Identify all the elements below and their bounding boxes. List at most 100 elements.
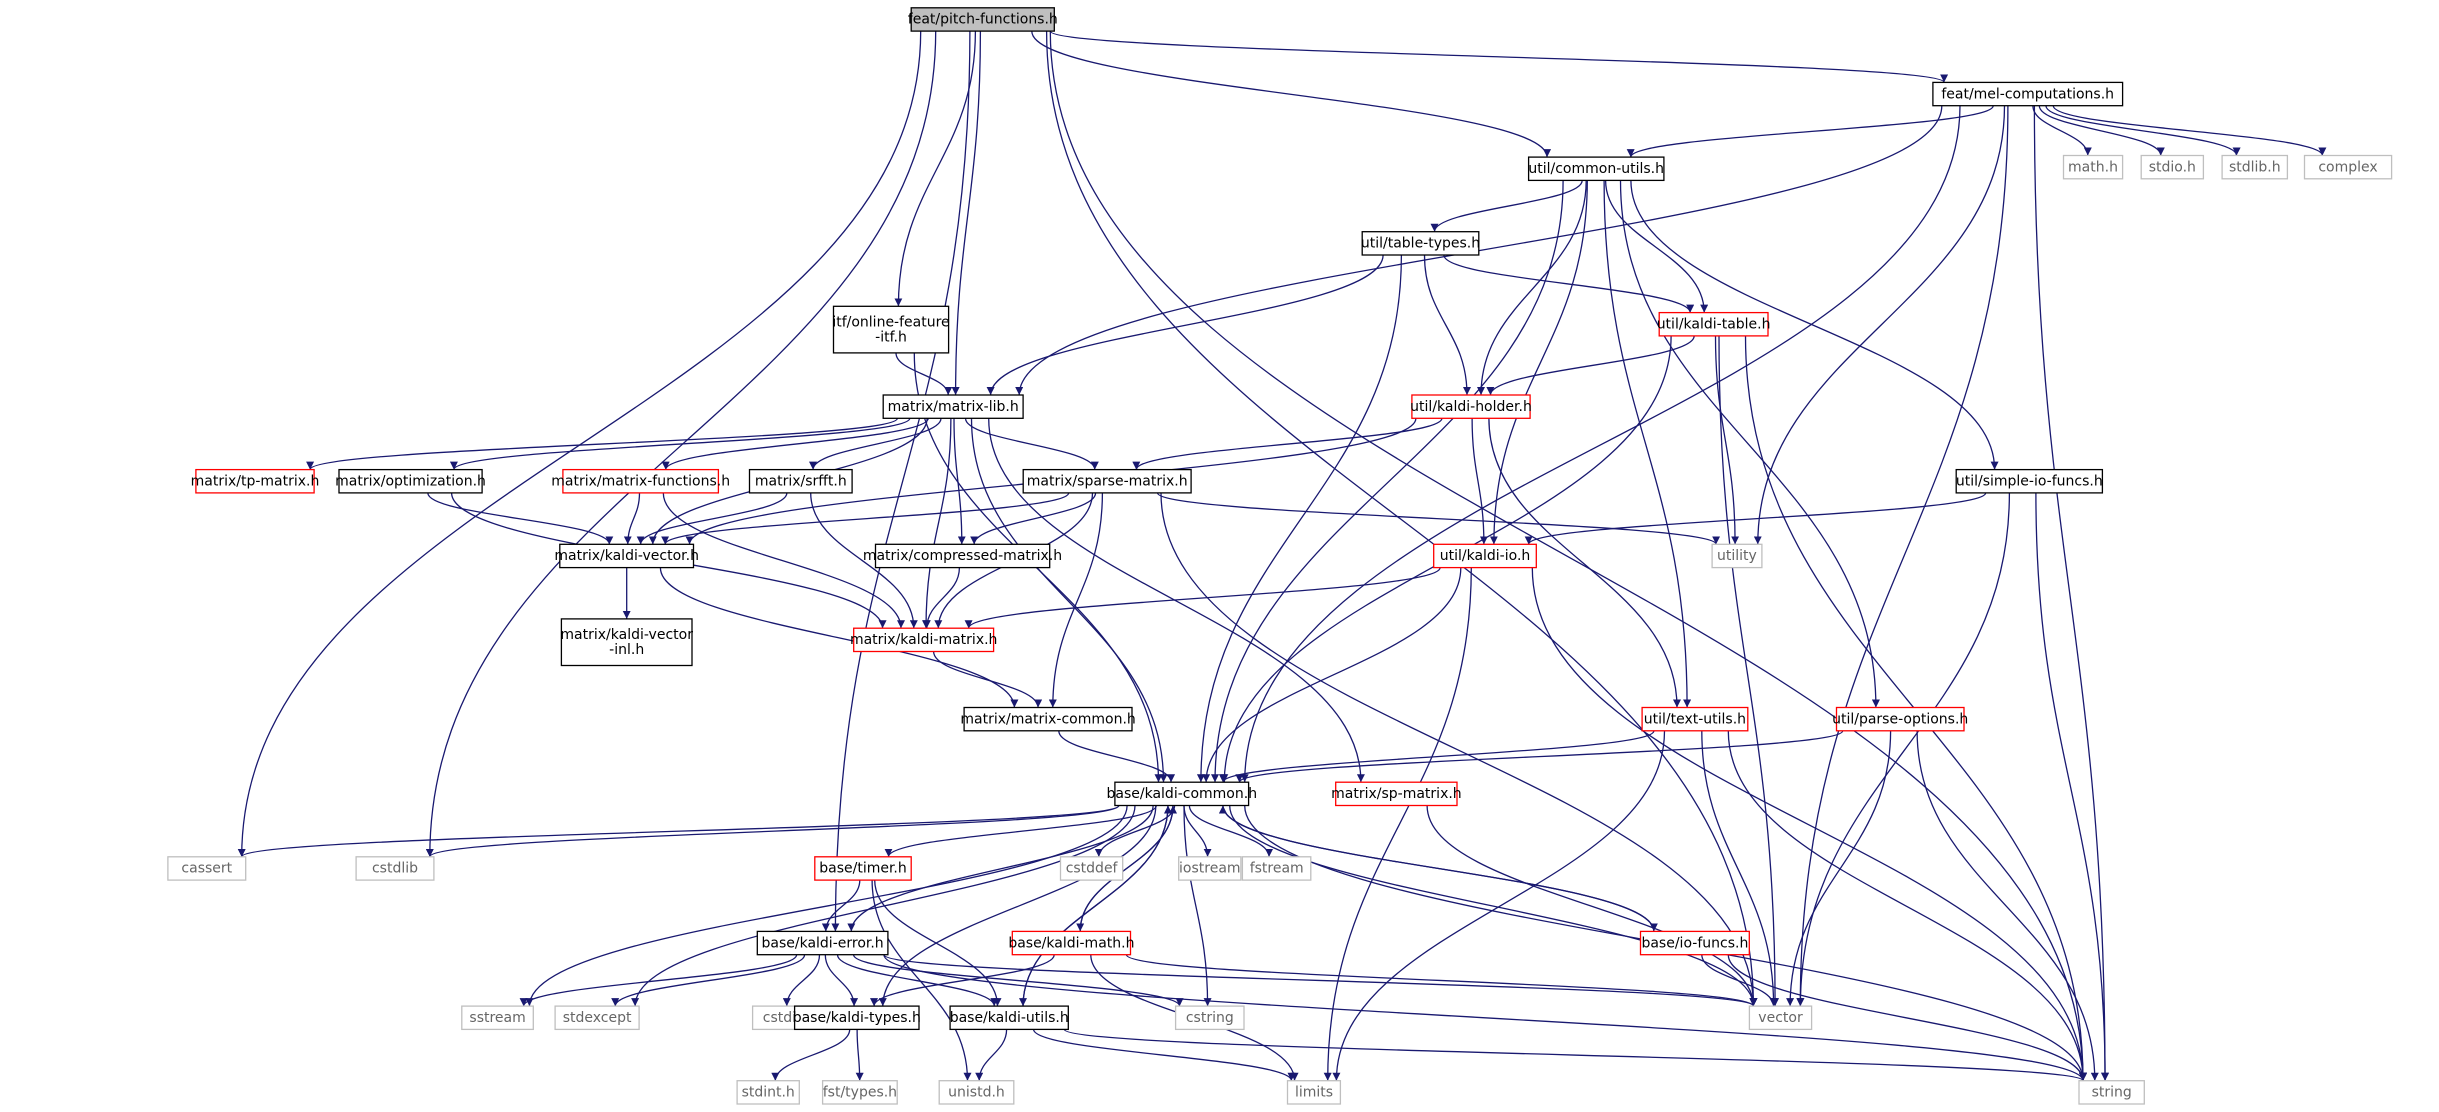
node-n44: vector bbox=[1748, 1005, 1813, 1031]
node-label: cassert bbox=[181, 861, 232, 877]
node-label: base/timer.h bbox=[819, 861, 907, 877]
edge-n3-n4 bbox=[895, 352, 953, 396]
node-n1[interactable]: feat/mel-computations.h bbox=[1932, 81, 2124, 107]
node-n14[interactable]: matrix/optimization.h bbox=[335, 468, 486, 494]
node-n15[interactable]: matrix/matrix-functions.h bbox=[551, 468, 730, 494]
node-n22[interactable]: matrix/kaldi-vector-inl.h bbox=[560, 618, 693, 667]
edge-n1-n5 bbox=[2032, 105, 2092, 156]
node-n19[interactable]: matrix/compressed-matrix.h bbox=[863, 543, 1062, 569]
edge-n2-n10 bbox=[1604, 180, 1709, 313]
node-label: stdint.h bbox=[742, 1085, 795, 1101]
edge-n12-n44 bbox=[1796, 492, 2011, 1007]
node-n3[interactable]: itf/online-feature-itf.h bbox=[832, 305, 950, 354]
node-n28[interactable]: matrix/sp-matrix.h bbox=[1331, 781, 1462, 807]
node-n9[interactable]: util/table-types.h bbox=[1361, 231, 1480, 256]
node-n16[interactable]: matrix/srfft.h bbox=[748, 468, 853, 494]
node-n12[interactable]: util/simple-io-funcs.h bbox=[1955, 468, 2104, 494]
node-box bbox=[1286, 1080, 1342, 1105]
node-box bbox=[1361, 231, 1480, 256]
node-n0[interactable]: feat/pitch-functions.h bbox=[908, 7, 1058, 32]
edge-n9-n27 bbox=[1196, 254, 1403, 783]
edge-n4-n23 bbox=[922, 418, 952, 629]
node-n48: limits bbox=[1286, 1080, 1342, 1105]
node-n2[interactable]: util/common-utils.h bbox=[1527, 156, 1665, 182]
node-n32: cstddef bbox=[1059, 856, 1124, 881]
node-n25[interactable]: util/text-utils.h bbox=[1641, 706, 1749, 732]
node-box bbox=[1178, 856, 1242, 881]
node-box bbox=[882, 394, 1024, 419]
node-n36[interactable]: base/kaldi-math.h bbox=[1008, 930, 1134, 956]
node-box bbox=[1658, 311, 1769, 337]
node-label: util/text-utils.h bbox=[1644, 711, 1746, 727]
node-label: matrix/kaldi-vector.h bbox=[554, 548, 699, 564]
node-n41[interactable]: base/kaldi-types.h bbox=[793, 1005, 921, 1031]
node-box bbox=[1835, 706, 1965, 732]
node-n21[interactable]: util/kaldi-io.h bbox=[1433, 543, 1537, 569]
node-label: math.h bbox=[2068, 159, 2118, 175]
node-n13[interactable]: matrix/tp-matrix.h bbox=[191, 468, 320, 494]
node-label: matrix/kaldi-vector bbox=[560, 627, 693, 643]
edge-n24-n27 bbox=[1058, 730, 1176, 783]
node-box bbox=[814, 856, 912, 881]
node-n42[interactable]: base/kaldi-utils.h bbox=[949, 1005, 1069, 1031]
edge-n1-n8 bbox=[2052, 105, 2327, 156]
node-n26[interactable]: util/parse-options.h bbox=[1832, 706, 1968, 732]
edge-n36-n41 bbox=[870, 954, 1055, 1007]
node-label: matrix/sparse-matrix.h bbox=[1027, 474, 1188, 490]
edge-n37-n49 bbox=[1727, 954, 2087, 1081]
edge-n17-n44 bbox=[1160, 492, 1758, 1007]
node-box bbox=[938, 1080, 1015, 1105]
node-box bbox=[1011, 930, 1132, 956]
edge-n0-n3 bbox=[894, 31, 977, 307]
node-box bbox=[195, 468, 315, 494]
edge-n31-n35 bbox=[821, 880, 861, 932]
node-n24[interactable]: matrix/matrix-common.h bbox=[960, 706, 1136, 732]
edge-n14-n18 bbox=[427, 492, 614, 545]
edge-n27-n30 bbox=[426, 804, 1120, 858]
node-label: matrix/compressed-matrix.h bbox=[863, 548, 1062, 564]
node-n10[interactable]: util/kaldi-table.h bbox=[1657, 311, 1771, 337]
node-n31[interactable]: base/timer.h bbox=[814, 856, 912, 881]
node-box bbox=[874, 543, 1051, 569]
node-n18[interactable]: matrix/kaldi-vector.h bbox=[554, 543, 699, 569]
edge-n36-n44 bbox=[1125, 954, 1758, 1007]
node-box bbox=[1411, 394, 1531, 419]
node-n35[interactable]: base/kaldi-error.h bbox=[756, 930, 889, 956]
node-box bbox=[2062, 154, 2124, 180]
node-label: feat/pitch-functions.h bbox=[908, 12, 1058, 28]
node-n11[interactable]: util/kaldi-holder.h bbox=[1410, 394, 1532, 419]
node-n34: fstream bbox=[1241, 856, 1312, 881]
node-label: vector bbox=[1758, 1010, 1803, 1026]
edge-n27-n43 bbox=[1183, 805, 1212, 1007]
edge-n35-n40 bbox=[782, 954, 821, 1007]
edge-n35-n49 bbox=[883, 954, 2087, 1081]
node-n37[interactable]: base/io-funcs.h bbox=[1639, 930, 1750, 956]
node-label: util/simple-io-funcs.h bbox=[1956, 474, 2103, 490]
node-label: base/io-funcs.h bbox=[1641, 935, 1748, 951]
node-label: matrix/matrix-functions.h bbox=[551, 474, 730, 490]
node-n4[interactable]: matrix/matrix-lib.h bbox=[882, 394, 1024, 419]
edge-n12-n49 bbox=[2035, 492, 2110, 1081]
edge-n1-n20 bbox=[1753, 105, 2006, 545]
edge-n0-n1 bbox=[1049, 30, 1948, 83]
node-n27[interactable]: base/kaldi-common.h bbox=[1107, 781, 1258, 807]
edge-n17-n24 bbox=[1048, 492, 1104, 708]
edge-n17-n18 bbox=[661, 492, 1070, 545]
edge-n10-n20 bbox=[1714, 335, 1740, 545]
edge-n27-n29 bbox=[238, 804, 1120, 858]
edge-n36-n27 bbox=[1079, 805, 1177, 932]
node-box bbox=[1059, 856, 1124, 881]
node-label: util/kaldi-io.h bbox=[1440, 548, 1531, 564]
edge-n1-n6 bbox=[2038, 105, 2165, 156]
node-n6: stdio.h bbox=[2140, 154, 2205, 180]
edge-n9-n4 bbox=[986, 254, 1384, 396]
edge-n17-n20 bbox=[1156, 492, 1720, 545]
node-n33: iostream bbox=[1178, 856, 1242, 881]
node-n17[interactable]: matrix/sparse-matrix.h bbox=[1022, 468, 1192, 494]
node-box bbox=[748, 468, 853, 494]
node-n23[interactable]: matrix/kaldi-matrix.h bbox=[850, 627, 997, 653]
node-box bbox=[1114, 781, 1250, 807]
edge-n21-n23 bbox=[964, 567, 1441, 629]
edge-n41-n45 bbox=[771, 1029, 851, 1081]
node-box bbox=[1335, 781, 1458, 807]
